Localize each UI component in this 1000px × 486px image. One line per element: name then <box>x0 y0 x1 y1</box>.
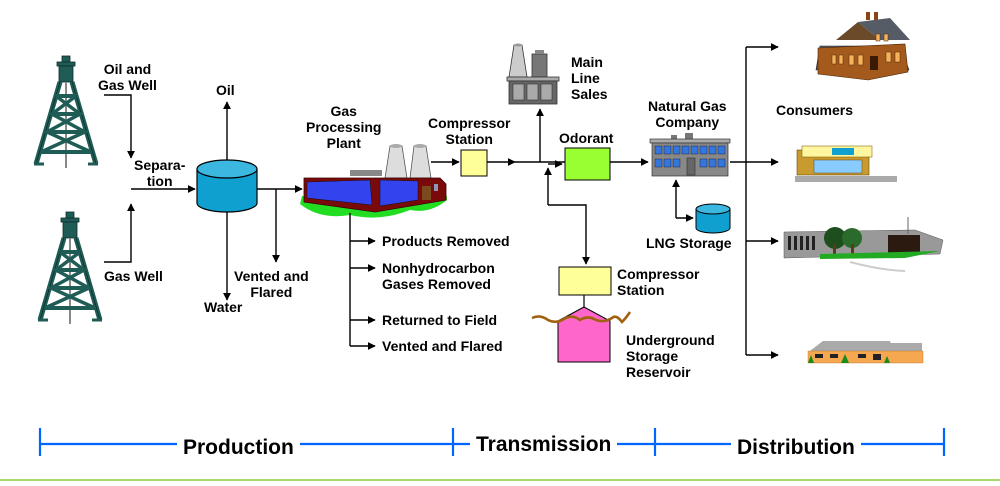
oil-gas-well-label: Oil and Gas Well <box>98 61 157 93</box>
stage-distribution: Distribution <box>731 436 861 460</box>
separator-tank-icon <box>196 159 258 213</box>
underground-storage-line2: Storage <box>626 348 679 364</box>
underground-storage-label: Underground Storage Reservoir <box>626 332 715 380</box>
main-line-sales-label: Main Line Sales <box>571 54 608 102</box>
underground-storage-reservoir-icon <box>531 306 632 363</box>
main-line-sales-line3: Sales <box>571 86 608 102</box>
plant-output-returned-to-field: Returned to Field <box>382 312 498 328</box>
main-line-sales-line2: Line <box>571 70 600 86</box>
separation-label-line1: Separa- <box>134 157 186 173</box>
water-output-label: Water <box>204 299 243 315</box>
stage-transmission: Transmission <box>470 433 618 457</box>
main-line-sales-line1: Main <box>571 54 603 70</box>
consumer-ranch-house-icon <box>807 341 924 364</box>
stage-production: Production <box>177 436 300 460</box>
odorant-box <box>564 147 611 181</box>
compressor-station-2-label: Compressor Station <box>617 266 699 298</box>
plant-label-line3: Plant <box>326 135 361 151</box>
consumer-office-park-icon <box>783 217 944 272</box>
consumers-label: Consumers <box>776 102 854 118</box>
distribution-connectors <box>672 43 779 359</box>
compressor-station-2-line1: Compressor <box>617 266 700 282</box>
well-connectors <box>104 94 196 263</box>
nonhydrocarbon-line1: Nonhydrocarbon <box>382 260 495 276</box>
separation-label: Separa- tion <box>134 157 185 189</box>
compressor-station-label-line2: Station <box>445 131 493 147</box>
main-line-sales-plant-icon <box>506 43 560 105</box>
plant-output-products-removed: Products Removed <box>382 233 510 249</box>
plant-output-vented-flared: Vented and Flared <box>382 338 503 354</box>
vented-flared-label: Vented and Flared <box>234 268 309 300</box>
odorant-label: Odorant <box>559 130 614 146</box>
compressor-station-box <box>460 149 488 177</box>
vented-flared-label-line1: Vented and <box>234 268 309 284</box>
oil-gas-well-label-line1: Oil and <box>103 61 152 77</box>
gas-processing-plant-factory-icon <box>300 144 447 218</box>
natural-gas-company-line2: Company <box>655 114 720 130</box>
natural-gas-company-line1: Natural Gas <box>648 98 727 114</box>
compressor-station-label-line1: Compressor <box>428 115 511 131</box>
vented-flared-label-line2: Flared <box>250 284 293 300</box>
underground-storage-line1: Underground <box>626 332 715 348</box>
underground-storage-line3: Reservoir <box>626 364 691 380</box>
compressor-station-label: Compressor Station <box>428 115 510 147</box>
oil-output-label: Oil <box>216 82 235 98</box>
plant-label-line2: Processing <box>306 119 382 135</box>
lng-storage-label: LNG Storage <box>646 235 732 251</box>
oil-gas-well-label-line2: Gas Well <box>98 77 157 93</box>
oil-gas-well-derrick-icon <box>34 56 98 168</box>
gas-well-label: Gas Well <box>104 268 163 284</box>
natural-gas-company-building-icon <box>649 133 731 177</box>
separation-label-line2: tion <box>146 173 173 189</box>
nonhydrocarbon-line2: Gases Removed <box>382 276 491 292</box>
transmission-connectors <box>536 108 649 265</box>
consumer-house-icon <box>815 12 910 81</box>
consumer-store-icon <box>795 145 897 182</box>
compressor-station-2-box <box>558 266 612 296</box>
footer-divider <box>0 479 1000 481</box>
separator-connectors <box>223 101 303 301</box>
gas-processing-plant-label: Gas Processing Plant <box>306 103 381 151</box>
gas-well-derrick-icon <box>38 212 102 324</box>
plant-label-line1: Gas <box>330 103 357 119</box>
compressor-station-2-line2: Station <box>617 282 665 298</box>
lng-storage-tank-icon <box>695 203 731 234</box>
natural-gas-company-label: Natural Gas Company <box>648 98 727 130</box>
plant-output-nonhydrocarbon: Nonhydrocarbon Gases Removed <box>382 260 495 292</box>
